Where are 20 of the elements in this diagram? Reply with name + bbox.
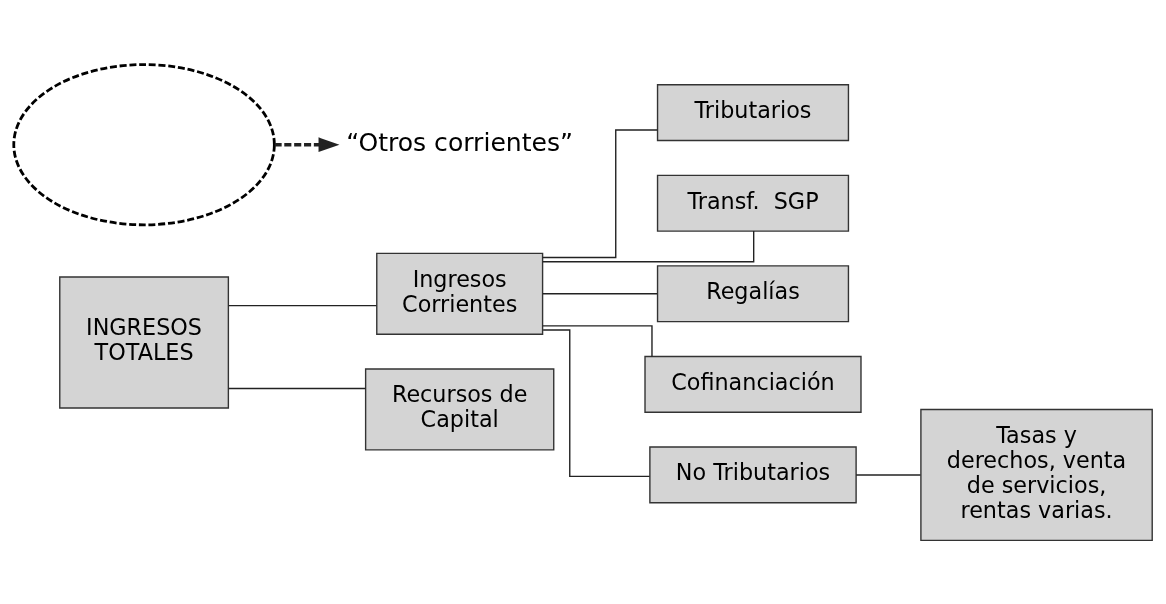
node-box: Ingresos Corrientes [376, 252, 544, 335]
node-box: Tasas y derechos, venta de servicios, rentas varias. [920, 408, 1153, 541]
node-ellipse [12, 62, 276, 226]
connector [542, 324, 653, 357]
node-box: Recursos de Capital [364, 367, 555, 451]
connector [227, 304, 378, 306]
node-box: Cofinanciación [644, 355, 862, 413]
node-box: INGRESOS TOTALES [59, 275, 230, 409]
connector [855, 473, 922, 476]
connector [542, 128, 658, 258]
node-box: Regalías [656, 264, 850, 322]
connector [227, 387, 367, 389]
node-box: Transf. SGP [656, 174, 850, 232]
node-text: “Otros corrientes” [346, 127, 574, 157]
connector [542, 328, 651, 477]
connector [542, 229, 755, 262]
node-box: Tributarios [656, 83, 850, 141]
arrow [274, 136, 340, 152]
node-box: No Tributarios [649, 445, 857, 503]
connector [542, 292, 658, 294]
